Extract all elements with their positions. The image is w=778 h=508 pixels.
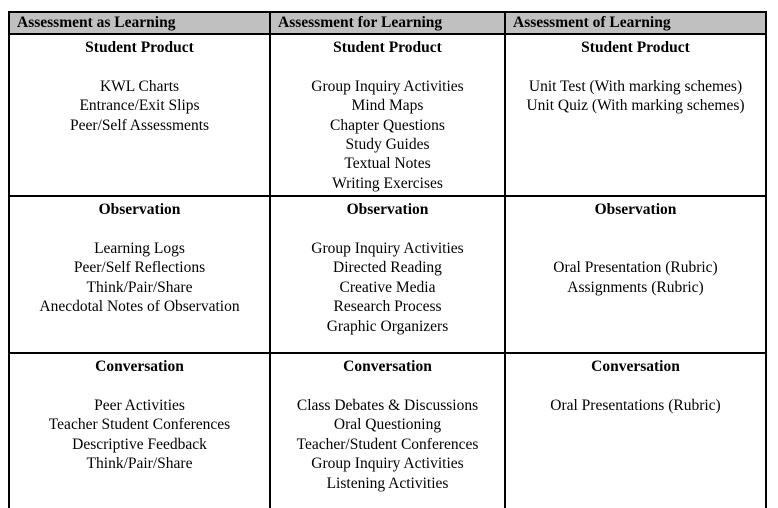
assessment-table: Assessment as Learning Assessment for Le…	[8, 11, 767, 508]
cell-spacer	[508, 57, 763, 76]
list-item: Learning Logs	[94, 240, 185, 258]
list-item: Assignments (Rubric)	[567, 278, 704, 296]
cell-of-learning-observation: Observation Oral Presentation (Rubric)As…	[504, 195, 767, 355]
cell-for-learning-student-product: Student Product Group Inquiry Activities…	[269, 32, 506, 198]
cell-item-list: Unit Test (With marking schemes) Unit Qui…	[508, 77, 763, 116]
list-item: Teacher/Student Conferences	[296, 435, 479, 453]
list-item: Creative Media	[339, 278, 436, 296]
header-row: Assessment as Learning Assessment for Le…	[8, 11, 767, 35]
cell-heading: Student Product	[85, 39, 194, 56]
cell-heading: Conversation	[343, 358, 432, 376]
cell-of-learning-conversation: Conversation Oral Presentations (Rubric)	[504, 352, 767, 508]
list-item: Peer/Self Assessments	[69, 116, 210, 134]
list-item: Mind Maps	[351, 97, 424, 115]
list-item: Think/Pair/Share	[86, 278, 193, 296]
cell-spacer	[12, 220, 267, 239]
list-item: Peer Activities	[94, 397, 185, 415]
cell-spacer	[273, 57, 502, 76]
list-item: Listening Activities	[326, 474, 449, 492]
cell-heading: Student Product	[581, 39, 690, 56]
cell-heading: Conversation	[591, 358, 680, 376]
list-item: Directed Reading	[333, 259, 442, 277]
cell-heading: Conversation	[95, 358, 184, 376]
list-item: Study Guides	[345, 136, 430, 154]
list-item: Unit Test (With marking schemes)	[528, 77, 743, 95]
list-item: Group Inquiry Activities	[311, 455, 464, 473]
cell-spacer	[273, 220, 502, 239]
cell-spacer	[508, 220, 763, 239]
cell-for-learning-conversation: Conversation Class Debates & Discussions…	[269, 352, 506, 508]
list-item: Graphic Organizers	[326, 317, 449, 335]
cell-spacer	[12, 57, 267, 76]
list-item: Oral Presentations (Rubric)	[550, 397, 721, 415]
list-item: Anecdotal Notes of Observation	[39, 298, 240, 316]
list-item	[508, 239, 763, 258]
list-item: Group Inquiry Activities	[311, 240, 464, 258]
cell-spacer	[273, 377, 502, 396]
list-item: Research Process	[333, 298, 442, 316]
cell-heading: Observation	[98, 201, 181, 219]
cell-heading: Observation	[594, 201, 677, 219]
cell-item-list: Oral Presentation (Rubric)Assignments (R…	[508, 239, 763, 297]
list-item: Think/Pair/Share	[86, 455, 193, 473]
cell-spacer	[508, 377, 763, 396]
list-item: Chapter Questions	[330, 116, 445, 134]
list-item: KWL Charts	[99, 77, 180, 95]
list-item: Group Inquiry Activities	[311, 77, 464, 95]
list-item: Oral Presentation (Rubric)	[553, 259, 718, 277]
cell-heading: Student Product	[333, 39, 442, 56]
list-item: Class Debates & Discussions	[296, 397, 479, 415]
cell-of-learning-student-product: Student Product Unit Test (With marking …	[504, 32, 767, 198]
cell-heading: Observation	[346, 201, 429, 219]
list-item: Peer/Self Reflections	[73, 259, 206, 277]
cell-spacer	[12, 377, 267, 396]
list-item: Entrance/Exit Slips	[79, 97, 200, 115]
list-item: Textual Notes	[344, 155, 431, 173]
list-item: Oral Questioning	[333, 416, 442, 434]
list-item: Writing Exercises	[332, 174, 443, 192]
column-header-assessment-of-learning: Assessment of Learning	[504, 11, 767, 35]
cell-item-list: Oral Presentations (Rubric)	[508, 396, 763, 415]
list-item: Teacher Student Conferences	[48, 416, 231, 434]
column-header-assessment-as-learning: Assessment as Learning	[8, 11, 271, 35]
list-item: Descriptive Feedback	[72, 435, 207, 453]
column-header-assessment-for-learning: Assessment for Learning	[269, 11, 506, 35]
list-item: Unit Quiz (With marking schemes)	[526, 97, 745, 115]
assessment-table-wrap: Assessment as Learning Assessment for Le…	[8, 11, 767, 508]
